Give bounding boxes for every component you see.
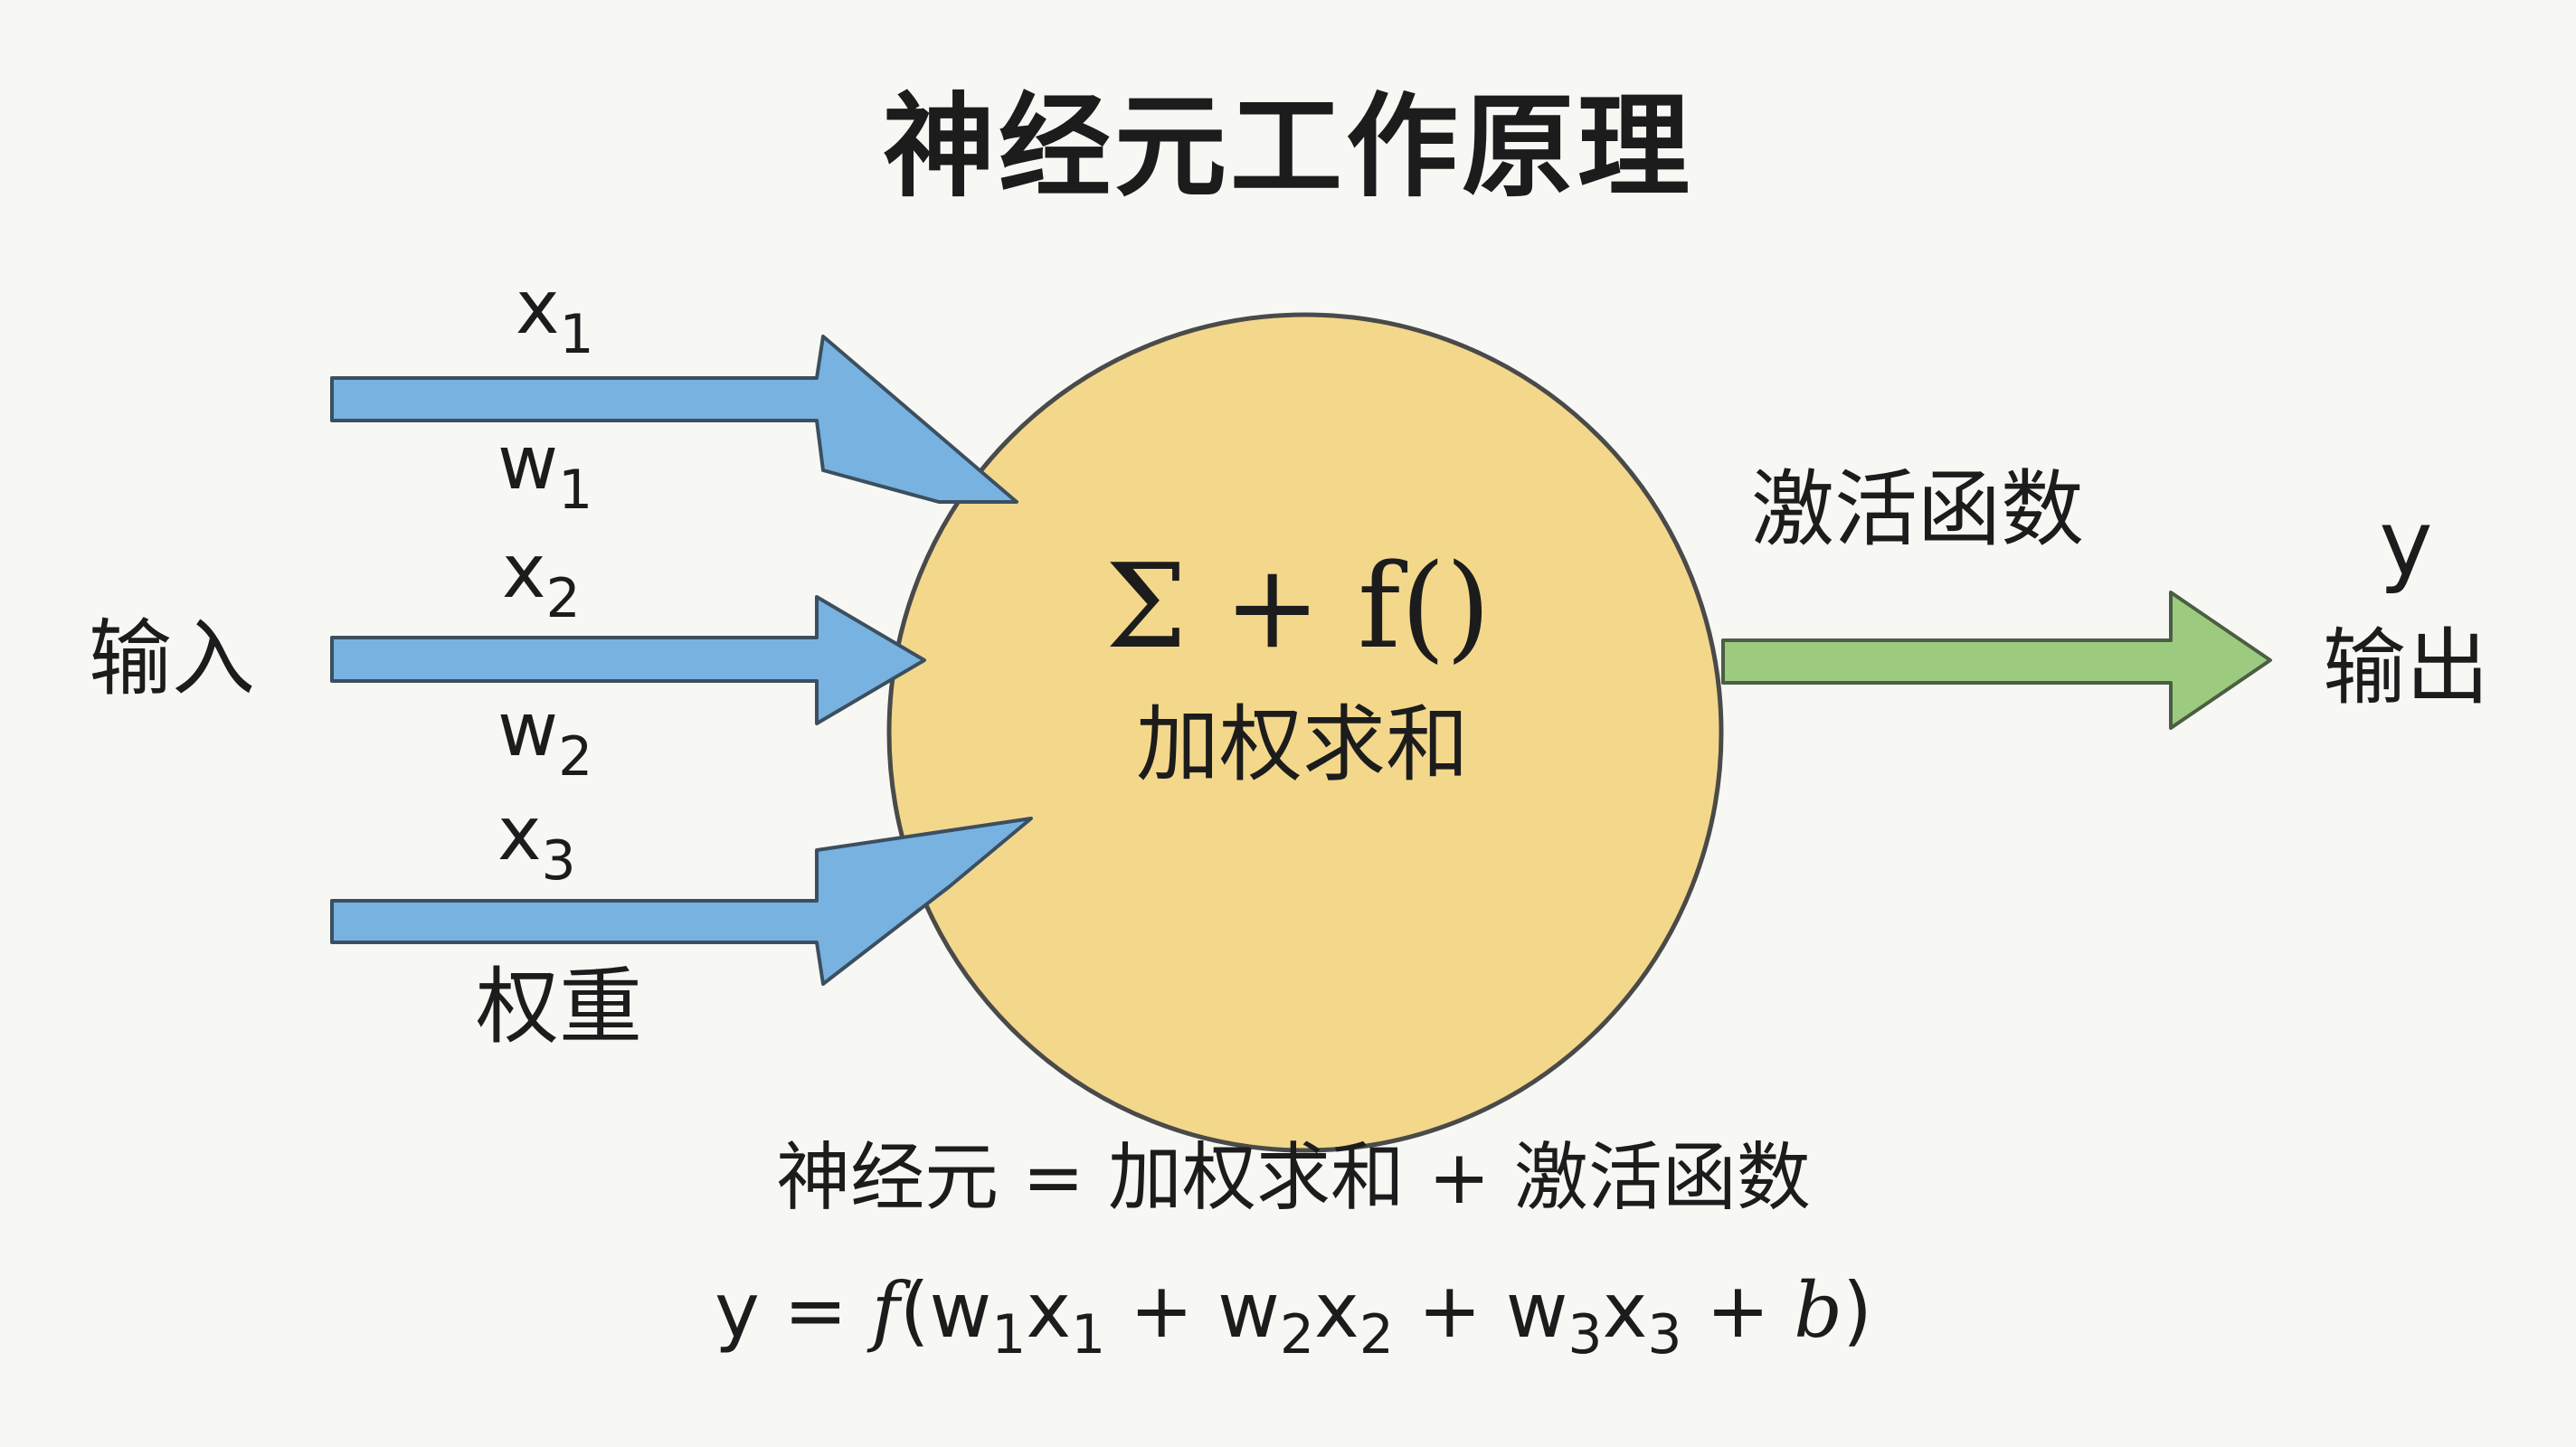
neuron-body xyxy=(886,312,1724,1153)
weight-w2-label: w2 xyxy=(497,687,592,789)
formula-line-2: y = f(w1x1 + w2x2 + w3x3 + b) xyxy=(715,1266,1872,1367)
input-x3-label: x3 xyxy=(497,791,576,893)
weight-w1-label: w1 xyxy=(497,421,592,522)
input-label: 输入 xyxy=(89,610,255,707)
weight-label: 权重 xyxy=(476,959,642,1055)
input-arrow-2 xyxy=(330,595,926,725)
input-x2-label: x2 xyxy=(502,529,581,630)
neuron-symbol: Σ + f() xyxy=(1105,540,1491,675)
activation-label: 激活函数 xyxy=(1751,461,2084,558)
neuron-label: 加权求和 xyxy=(1136,696,1469,793)
input-x1-label: x1 xyxy=(516,265,594,366)
page-title: 神经元工作原理 xyxy=(883,82,1693,213)
output-var: y xyxy=(2379,490,2432,596)
output-arrow xyxy=(1721,591,2272,730)
input-arrow-3 xyxy=(330,817,1033,986)
output-label: 输出 xyxy=(2323,619,2489,716)
input-arrow-1 xyxy=(330,335,1018,504)
formula-line-1: 神经元 = 加权求和 + 激活函数 xyxy=(776,1135,1811,1221)
